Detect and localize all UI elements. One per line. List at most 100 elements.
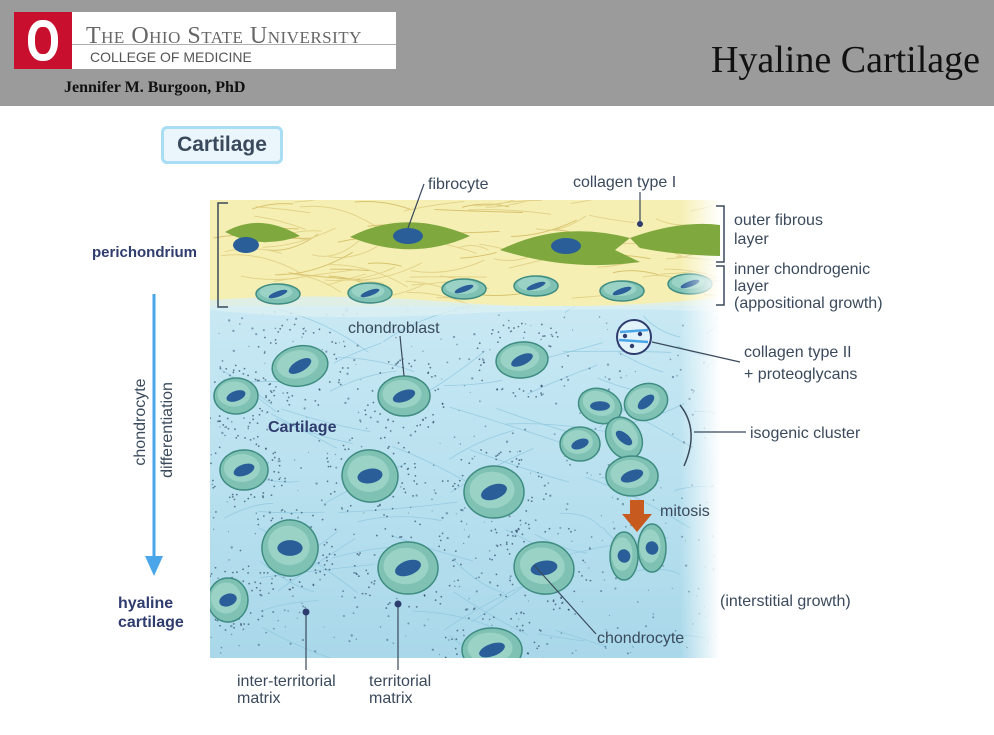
territorial-dot <box>371 389 374 392</box>
territorial-dot <box>275 342 277 345</box>
matrix-dot <box>660 487 662 489</box>
territorial-dot <box>357 575 360 578</box>
territorial-dot <box>203 610 205 612</box>
matrix-dot <box>590 536 593 538</box>
territorial-dot <box>439 539 442 542</box>
collagen-fiber <box>367 262 402 267</box>
territorial-dot <box>457 579 460 582</box>
matrix-dot <box>459 443 462 445</box>
collagen-fiber <box>240 275 299 280</box>
territorial-dot <box>214 452 217 455</box>
matrix-dot <box>575 649 577 652</box>
territorial-dot <box>422 419 424 422</box>
territorial-dot <box>389 601 391 604</box>
territorial-dot <box>203 380 205 382</box>
collagen-fiber <box>511 219 578 238</box>
matrix-dot <box>594 427 597 430</box>
matrix-dot <box>553 433 556 436</box>
matrix-dot <box>243 417 245 419</box>
territorial-dot <box>552 608 555 611</box>
territorial-dot <box>355 573 358 576</box>
territorial-dot <box>328 381 331 383</box>
matrix-dot <box>264 362 266 364</box>
matrix-dot <box>468 358 471 361</box>
territorial-dot <box>517 462 520 465</box>
territorial-dot <box>293 323 296 326</box>
territorial-dot <box>357 554 360 556</box>
territorial-dot <box>256 435 259 438</box>
matrix-fiber <box>260 564 374 579</box>
territorial-dot <box>284 480 286 483</box>
territorial-dot <box>204 613 206 615</box>
matrix-dot <box>277 619 279 622</box>
territorial-dot <box>273 389 275 392</box>
territorial-dot <box>476 347 479 350</box>
matrix-dot <box>434 492 437 495</box>
matrix-dot <box>519 523 522 526</box>
territorial-dot <box>496 388 499 391</box>
territorial-dot <box>329 331 331 334</box>
territorial-dot <box>441 532 444 535</box>
fibrocyte-nucleus <box>393 228 423 244</box>
territorial-dot <box>490 529 493 532</box>
territorial-dot <box>522 673 524 675</box>
outer-layer-bracket <box>716 205 725 263</box>
territorial-dot <box>219 624 221 627</box>
matrix-dot <box>431 498 433 501</box>
matrix-dot <box>458 585 461 588</box>
matrix-dot <box>373 553 376 557</box>
matrix-dot <box>274 327 277 330</box>
matrix-dot <box>571 652 574 655</box>
matrix-dot <box>439 442 441 444</box>
collagen-fiber <box>468 209 551 215</box>
territorial-dot <box>271 459 274 461</box>
territorial-dot <box>292 586 294 589</box>
matrix-dot <box>407 512 409 514</box>
matrix-dot <box>489 349 491 351</box>
territorial-dot <box>304 398 307 401</box>
matrix-dot <box>563 316 566 319</box>
territorial-dot <box>364 409 367 412</box>
ohio-state-logo-icon <box>28 20 58 61</box>
territorial-dot <box>259 571 262 574</box>
territorial-dot <box>468 462 471 465</box>
chondrocyte-differentiation-label-2: differentiation <box>159 382 176 478</box>
territorial-dot <box>578 570 580 573</box>
matrix-dot <box>555 402 558 405</box>
chondrocyte-leader <box>533 564 597 635</box>
territorial-dot <box>249 612 252 614</box>
matrix-dot <box>446 361 449 364</box>
territorial-dot <box>385 426 387 429</box>
territorial-dot <box>224 629 227 631</box>
territorial-dot <box>255 371 257 374</box>
territorial-dot <box>385 607 388 609</box>
territorial-dot <box>567 354 569 357</box>
matrix-dot <box>405 635 407 637</box>
matrix-dot <box>546 642 549 646</box>
territorial-dot <box>346 509 349 512</box>
territorial-dot <box>521 322 523 325</box>
territorial-dot <box>454 488 457 490</box>
matrix-dot <box>549 494 552 497</box>
territorial-dot <box>419 523 421 526</box>
territorial-dot <box>410 536 413 539</box>
territorial-dot <box>260 594 263 597</box>
matrix-dot <box>318 439 321 442</box>
matrix-dot <box>471 377 474 380</box>
territorial-dot <box>259 407 262 410</box>
matrix-dot <box>674 629 677 632</box>
territorial-dot <box>261 409 264 412</box>
territorial-dot <box>491 329 494 331</box>
matrix-dot <box>498 314 500 316</box>
territorial-dot <box>454 647 457 650</box>
matrix-dot <box>263 350 266 353</box>
matrix-dot <box>230 546 233 549</box>
matrix-fiber <box>277 537 356 592</box>
territorial-dot <box>374 509 377 512</box>
collagen-fiber <box>492 200 543 205</box>
matrix-fiber <box>538 633 585 642</box>
collagen-fiber <box>403 200 465 212</box>
matrix-dot <box>409 506 412 509</box>
territorial-dot <box>284 477 286 480</box>
